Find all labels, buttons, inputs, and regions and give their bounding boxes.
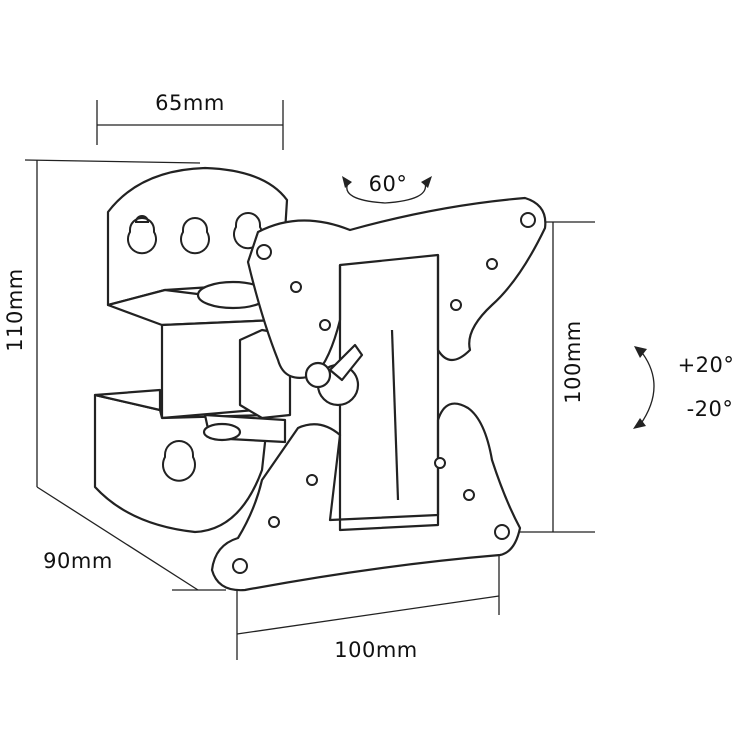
tilt-arrow-icon bbox=[633, 346, 655, 429]
wall-plate bbox=[93, 166, 292, 534]
depth-label: 90mm bbox=[43, 549, 113, 573]
swivel-label: 60° bbox=[369, 172, 408, 196]
height-label: 110mm bbox=[3, 268, 27, 352]
swivel-arrow-icon bbox=[342, 176, 432, 204]
vesa-plate bbox=[210, 196, 547, 592]
top-width-label: 65mm bbox=[155, 91, 225, 115]
vesa-width-label: 100mm bbox=[334, 638, 418, 662]
tilt-down-label: -20° bbox=[687, 397, 734, 421]
vesa-height-label: 100mm bbox=[561, 320, 585, 404]
dimension-labels: 65mm 110mm 90mm 100mm 100mm 60° +20° -20… bbox=[3, 91, 734, 662]
tilt-up-label: +20° bbox=[678, 353, 735, 377]
